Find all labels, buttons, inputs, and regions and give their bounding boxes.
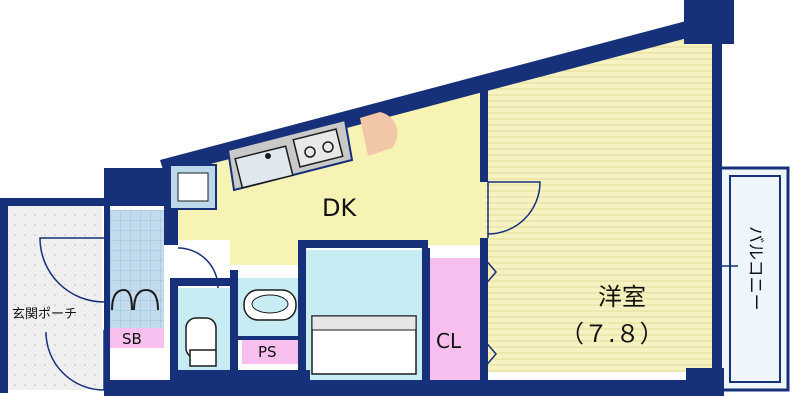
closet-label: CL xyxy=(436,329,462,353)
western-room-size: （７.８） xyxy=(560,320,664,348)
dk-floor xyxy=(165,82,485,265)
entrance-porch xyxy=(8,205,102,390)
sink-icon xyxy=(234,145,294,189)
counter-corner xyxy=(360,112,398,156)
balcony-label: バルコニー xyxy=(745,226,765,311)
dk-label: DK xyxy=(322,194,357,222)
western-room-label: 洋室 xyxy=(598,283,646,311)
kitchen-counter xyxy=(226,118,354,192)
washbasin-icon xyxy=(243,289,297,321)
shoe-box-label: SB xyxy=(122,330,142,348)
pipe-space-label: PS xyxy=(258,343,277,361)
pipe-space-area xyxy=(242,340,298,364)
western-room-floor xyxy=(485,30,718,372)
fridge-icon xyxy=(169,164,217,210)
entrance-porch-label: 玄関ポーチ xyxy=(12,307,77,322)
bed-icon xyxy=(311,315,417,375)
shoe-box-label-area xyxy=(108,328,164,348)
toilet-icon xyxy=(185,317,217,367)
closet-area xyxy=(428,258,484,380)
shoe-box-area xyxy=(104,210,164,328)
shoe-shelf-icon xyxy=(111,288,159,311)
balcony xyxy=(712,166,790,392)
stove-icon xyxy=(292,128,344,168)
door-swing-icon xyxy=(39,181,541,391)
